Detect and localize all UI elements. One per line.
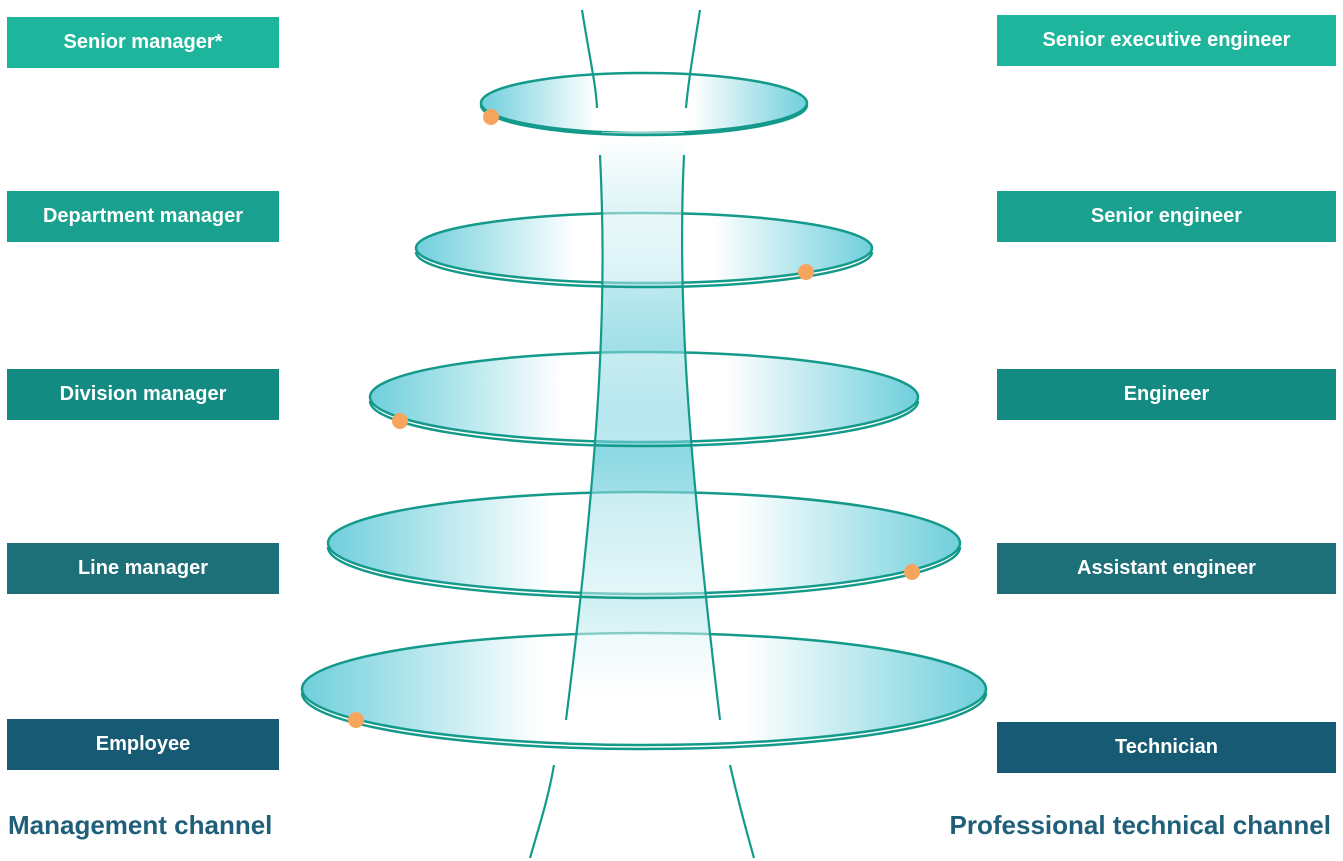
technical-level-4: Assistant engineer xyxy=(997,543,1336,594)
technical-level-2: Senior engineer xyxy=(997,191,1336,242)
marker-dot xyxy=(392,413,408,429)
marker-dot xyxy=(904,564,920,580)
trunk-overlay xyxy=(570,132,716,700)
management-channel-label: Management channel xyxy=(8,810,273,840)
trunk-outlines xyxy=(528,9,756,859)
marker-dot xyxy=(798,264,814,280)
technical-channel-label: Professional technical channel xyxy=(949,810,1331,840)
management-level-3: Division manager xyxy=(7,369,279,420)
management-level-5: Employee xyxy=(7,719,279,770)
ring-level-1 xyxy=(479,71,809,135)
marker-dot xyxy=(348,712,364,728)
management-level-4: Line manager xyxy=(7,543,279,594)
management-level-1: Senior manager* xyxy=(7,17,279,68)
position-markers xyxy=(348,109,920,728)
technical-level-5: Technician xyxy=(997,722,1336,773)
marker-dot xyxy=(483,109,499,125)
technical-level-3: Engineer xyxy=(997,369,1336,420)
technical-level-1: Senior executive engineer xyxy=(997,15,1336,66)
management-level-2: Department manager xyxy=(7,191,279,242)
